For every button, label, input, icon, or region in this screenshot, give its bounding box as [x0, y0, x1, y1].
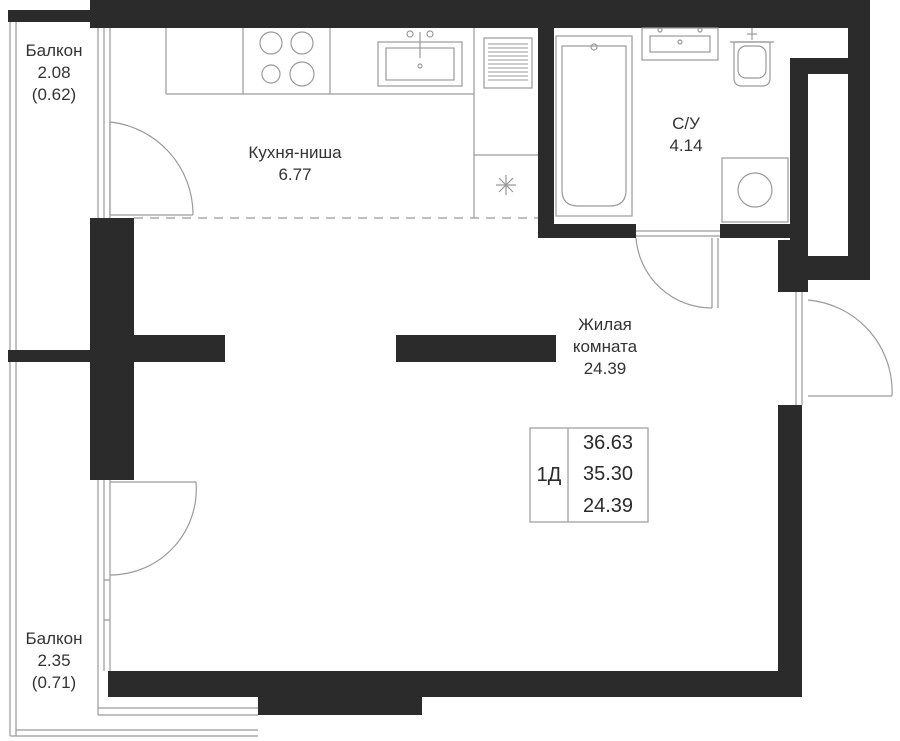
balcony-top-area: 2.08	[37, 63, 71, 82]
wall-balcony-top-cap	[8, 10, 98, 22]
wall-right-upper	[848, 0, 870, 280]
wall-interior	[396, 335, 556, 362]
room-label-balcony-top: Балкон 2.08 (0.62)	[14, 40, 94, 106]
room-label-bathroom: С/У 4.14	[646, 113, 726, 157]
balcony-top-area-reduced: (0.62)	[31, 85, 77, 104]
thin-lines	[9, 22, 893, 737]
balcony-bottom-area: 2.35	[37, 651, 71, 670]
wall-balcony-divider	[8, 350, 98, 362]
wall-bath-left	[538, 20, 554, 238]
balcony-top-name: Балкон	[25, 41, 83, 60]
wall-bottom-ledge	[258, 697, 422, 715]
area-summary: 1Д 36.63 35.30 24.39	[530, 428, 648, 522]
balcony-bottom-area-reduced: (0.71)	[31, 673, 77, 692]
room-label-kitchen: Кухня-ниша 6.77	[225, 142, 365, 186]
wall-bottom	[108, 671, 802, 697]
total-area: 36.63	[582, 432, 634, 455]
bathroom-area: 4.14	[669, 136, 703, 155]
living-name-line2: комната	[572, 337, 638, 356]
room-label-living: Жилая комната 24.39	[550, 314, 660, 380]
wall-bath-bottom-left	[538, 224, 636, 238]
living-area: 24.39	[583, 359, 627, 378]
room-label-balcony-bottom: Балкон 2.35 (0.71)	[14, 628, 94, 694]
wall-right-nook-top	[790, 58, 870, 74]
wall-right-nook-left	[790, 58, 808, 280]
wall-bath-bottom-right	[720, 224, 790, 238]
balcony-bottom-name: Балкон	[25, 629, 83, 648]
living-total-area: 35.30	[582, 463, 634, 486]
apartment-type: 1Д	[536, 463, 562, 486]
wall-right-jog	[778, 240, 808, 292]
wall-left-stub	[90, 335, 225, 362]
wall-top	[90, 0, 870, 28]
living-area-value: 24.39	[582, 494, 634, 517]
living-name-line1: Жилая	[578, 315, 632, 334]
bathroom-name: С/У	[672, 114, 700, 133]
area-values: 36.63 35.30 24.39	[568, 428, 648, 522]
walls	[8, 0, 870, 715]
kitchen-area: 6.77	[278, 165, 312, 184]
kitchen-name: Кухня-ниша	[248, 143, 342, 162]
wall-right-lower	[778, 405, 802, 697]
